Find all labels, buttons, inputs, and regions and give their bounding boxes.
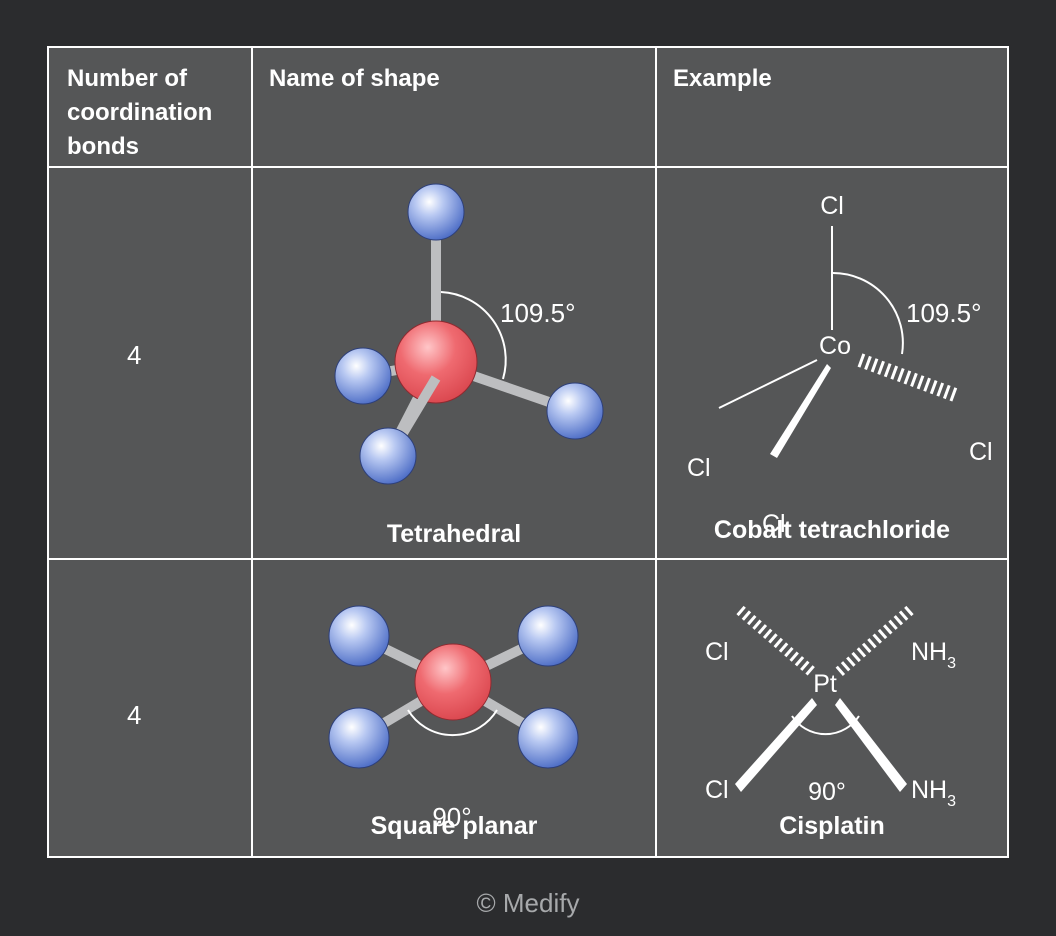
central-atom-label: Co <box>819 332 851 360</box>
angle-label: 109.5° <box>500 298 575 328</box>
row1-bonds-count: 4 <box>127 340 142 370</box>
cobalt-tetrachloride-structure: Cl Co Cl Cl Cl 109.5° <box>687 192 993 538</box>
ligand-atom <box>334 347 392 405</box>
row2-shape-name: Square planar <box>370 812 538 840</box>
central-atom <box>414 643 492 721</box>
cisplatin-structure: Pt Cl Cl NH3 NH3 90° <box>705 605 956 810</box>
bonds <box>362 213 577 459</box>
ligand-label: NH3 <box>911 638 956 672</box>
header-bonds: Number of coordination bonds <box>67 62 212 164</box>
tetrahedral-model: 109.5° <box>334 183 604 485</box>
row2-bonds-count: 4 <box>127 700 142 730</box>
ligand-label: Cl <box>820 192 844 220</box>
angle-label: 90° <box>808 778 846 806</box>
bond <box>398 375 441 436</box>
ligand-label: Cl <box>705 638 729 666</box>
header-shape: Name of shape <box>269 65 440 92</box>
ligand-atom <box>517 605 579 667</box>
ligand-atom <box>407 183 465 241</box>
wedge-bond <box>835 698 907 792</box>
angle-label: 109.5° <box>906 298 981 328</box>
hashed-bond <box>857 353 958 402</box>
header-example: Example <box>673 65 772 92</box>
wedge-bond <box>770 364 831 458</box>
ligand-label-main: NH <box>911 776 947 804</box>
header-bonds-line: Number of <box>67 65 187 92</box>
header-bonds-line: bonds <box>67 133 139 160</box>
central-atom-label: Pt <box>813 670 837 698</box>
ligand-label-subscript: 3 <box>947 655 956 672</box>
coordination-table: Number of coordination bonds Name of sha… <box>47 46 1009 858</box>
wedge-bond <box>735 698 817 792</box>
column-divider <box>655 48 657 856</box>
row2-example-name: Cisplatin <box>779 812 885 840</box>
ligand-label: NH3 <box>911 776 956 810</box>
ligand-label: Cl <box>687 454 711 482</box>
hashed-bond <box>736 605 816 677</box>
row1-example-name: Cobalt tetrachloride <box>713 516 951 544</box>
header-bonds-line: coordination <box>67 99 213 126</box>
row-divider <box>49 558 1007 560</box>
copyright-footer: © Medify <box>476 888 580 918</box>
angle-arc <box>831 271 904 355</box>
ligand-label-subscript: 3 <box>947 793 956 810</box>
angle-arc <box>791 715 860 736</box>
column-divider <box>251 48 253 856</box>
ligand-atom <box>328 707 390 769</box>
angle-label: 90° <box>432 802 471 832</box>
square-planar-model: 90° <box>328 605 579 832</box>
ligand-atom <box>328 605 390 667</box>
central-atom <box>394 320 478 404</box>
row-divider <box>49 166 1007 168</box>
ligand-label: Cl <box>762 510 786 538</box>
ligand-atom <box>546 382 604 440</box>
hashed-bond <box>835 605 914 677</box>
ligand-label: Cl <box>705 776 729 804</box>
ligand-label: Cl <box>969 438 993 466</box>
ligand-atom <box>359 427 417 485</box>
row1-shape-name: Tetrahedral <box>386 520 522 548</box>
bond <box>718 359 818 409</box>
ligand-atom <box>517 707 579 769</box>
ligand-label-main: NH <box>911 638 947 666</box>
angle-arc <box>440 291 507 380</box>
angle-arc <box>407 709 498 737</box>
